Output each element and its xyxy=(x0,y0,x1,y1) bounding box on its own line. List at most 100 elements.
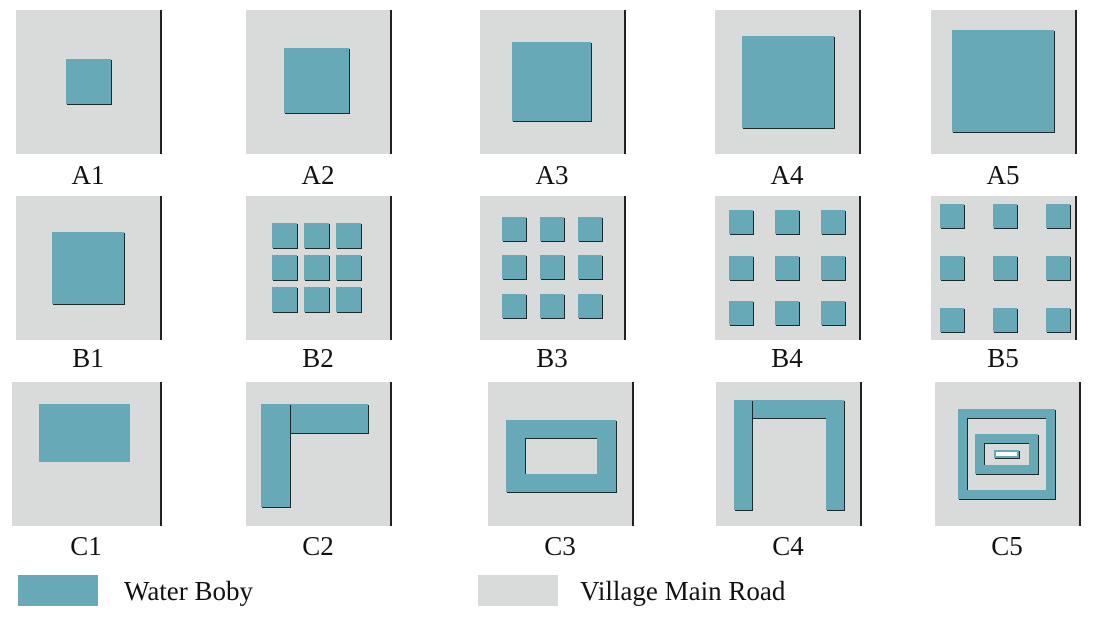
water-body xyxy=(52,232,124,304)
water-body xyxy=(304,223,329,248)
label-b4: B4 xyxy=(771,343,803,373)
water-body xyxy=(821,210,845,234)
panel-edge xyxy=(859,10,861,154)
water-body xyxy=(502,294,526,318)
panel-edge xyxy=(160,10,162,154)
label-c1: C1 xyxy=(70,531,102,561)
water-body-u-shape xyxy=(734,400,844,418)
water-body xyxy=(304,255,329,280)
panel-edge xyxy=(160,382,162,526)
legend-road-label: Village Main Road xyxy=(580,576,786,606)
water-body xyxy=(272,255,297,280)
water-body xyxy=(993,308,1017,332)
panel-edge xyxy=(859,196,861,340)
water-body xyxy=(540,294,564,318)
water-body xyxy=(1046,204,1070,228)
label-c3: C3 xyxy=(544,531,576,561)
water-body xyxy=(502,255,526,279)
panel-c4 xyxy=(716,382,862,526)
water-body xyxy=(304,287,329,312)
label-b5: B5 xyxy=(987,343,1019,373)
label-a2: A2 xyxy=(301,160,335,190)
water-body xyxy=(336,287,361,312)
road-center xyxy=(996,452,1017,456)
water-body-outer-ring xyxy=(958,409,1055,499)
water-body-l-shape xyxy=(261,404,290,507)
water-body xyxy=(578,217,602,241)
road-island xyxy=(525,438,597,474)
water-body xyxy=(729,301,753,325)
panel-b2 xyxy=(246,196,392,340)
label-b3: B3 xyxy=(536,343,568,373)
water-body xyxy=(66,59,111,104)
panel-c2 xyxy=(246,382,392,526)
water-body-ring xyxy=(506,420,616,492)
water-body xyxy=(729,210,753,234)
label-c4: C4 xyxy=(772,531,804,561)
water-body xyxy=(993,204,1017,228)
label-a3: A3 xyxy=(535,160,569,190)
water-body xyxy=(993,256,1017,280)
panel-b1 xyxy=(16,196,162,340)
panel-a3 xyxy=(480,10,626,154)
water-body xyxy=(940,204,964,228)
label-a4: A4 xyxy=(770,160,804,190)
water-body xyxy=(540,255,564,279)
panel-edge xyxy=(1079,382,1081,526)
water-body xyxy=(821,301,845,325)
water-body xyxy=(272,287,297,312)
water-body xyxy=(940,256,964,280)
panel-a2 xyxy=(246,10,392,154)
panel-edge xyxy=(390,10,392,154)
panel-b5 xyxy=(931,196,1077,340)
water-body xyxy=(775,210,799,234)
water-body xyxy=(742,36,834,128)
panel-edge xyxy=(624,196,626,340)
label-c2: C2 xyxy=(302,531,334,561)
panel-c3 xyxy=(488,382,634,526)
water-body xyxy=(1046,256,1070,280)
panel-edge xyxy=(632,382,634,526)
water-body xyxy=(775,301,799,325)
water-body xyxy=(578,294,602,318)
water-body xyxy=(39,404,130,462)
panel-c5 xyxy=(935,382,1081,526)
water-body-inner-ring xyxy=(975,434,1038,474)
panel-a1 xyxy=(16,10,162,154)
panel-edge xyxy=(1075,196,1077,340)
road-ring-outer xyxy=(967,418,1046,490)
panel-edge xyxy=(160,196,162,340)
water-body xyxy=(578,255,602,279)
legend-water-label: Water Boby xyxy=(124,576,254,606)
water-body xyxy=(502,217,526,241)
water-body xyxy=(336,255,361,280)
water-body xyxy=(1046,308,1070,332)
panel-edge xyxy=(390,382,392,526)
water-body xyxy=(540,217,564,241)
panel-a5 xyxy=(931,10,1077,154)
panel-edge xyxy=(860,382,862,526)
water-body xyxy=(821,256,845,280)
water-body xyxy=(940,308,964,332)
legend-water-swatch xyxy=(18,575,98,606)
water-body-u-shape xyxy=(734,400,752,510)
water-body xyxy=(952,30,1054,132)
water-body xyxy=(272,223,297,248)
road-ring-inner xyxy=(984,443,1029,465)
panel-b4 xyxy=(715,196,861,340)
water-body xyxy=(336,223,361,248)
label-b1: B1 xyxy=(72,343,104,373)
water-body-center xyxy=(994,450,1019,458)
label-c5: C5 xyxy=(991,531,1023,561)
water-body xyxy=(284,48,349,113)
water-body xyxy=(729,256,753,280)
panel-edge xyxy=(624,10,626,154)
panel-a4 xyxy=(715,10,861,154)
panel-b3 xyxy=(480,196,626,340)
label-a5: A5 xyxy=(986,160,1020,190)
panel-edge xyxy=(390,196,392,340)
water-body xyxy=(775,256,799,280)
label-a1: A1 xyxy=(71,160,105,190)
water-body-u-shape xyxy=(826,400,844,510)
panel-edge xyxy=(1075,10,1077,154)
